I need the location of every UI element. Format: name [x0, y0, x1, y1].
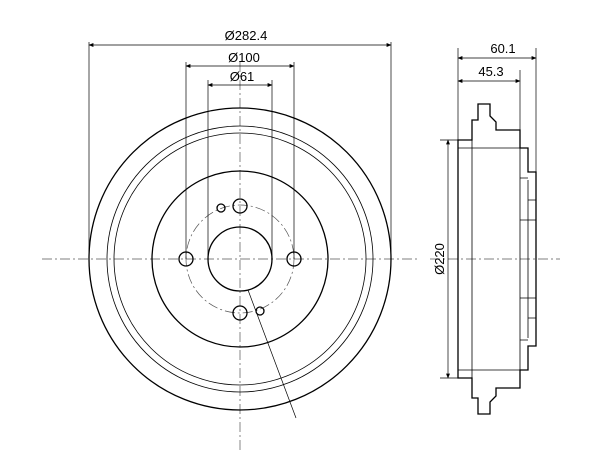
- bolt-hole-bottom: [232, 305, 248, 321]
- dim-center-bore: Ø61: [230, 69, 255, 84]
- leader-line: [247, 289, 297, 419]
- hub-flange-circle: [151, 170, 329, 348]
- side-profile-outline: [457, 103, 537, 415]
- side-bolt-lines: [520, 219, 536, 299]
- dim-bolt-circle: Ø100: [228, 50, 260, 65]
- friction-surface-circle: [113, 132, 367, 386]
- dim-drum-diameter: Ø220: [432, 243, 447, 275]
- front-view: Ø282.4 Ø100 Ø61: [42, 28, 420, 450]
- side-hub-steps: [520, 177, 536, 341]
- dim-outer-diameter: Ø282.4: [225, 28, 268, 43]
- side-view: 60.1 45.3 Ø220: [430, 41, 560, 415]
- locating-hole-upper: [216, 203, 226, 213]
- dim-flange-height: 45.3: [478, 64, 503, 79]
- bolt-hole-top: [232, 198, 248, 214]
- dim-total-height: 60.1: [490, 41, 515, 56]
- inner-rim-circle: [106, 125, 374, 393]
